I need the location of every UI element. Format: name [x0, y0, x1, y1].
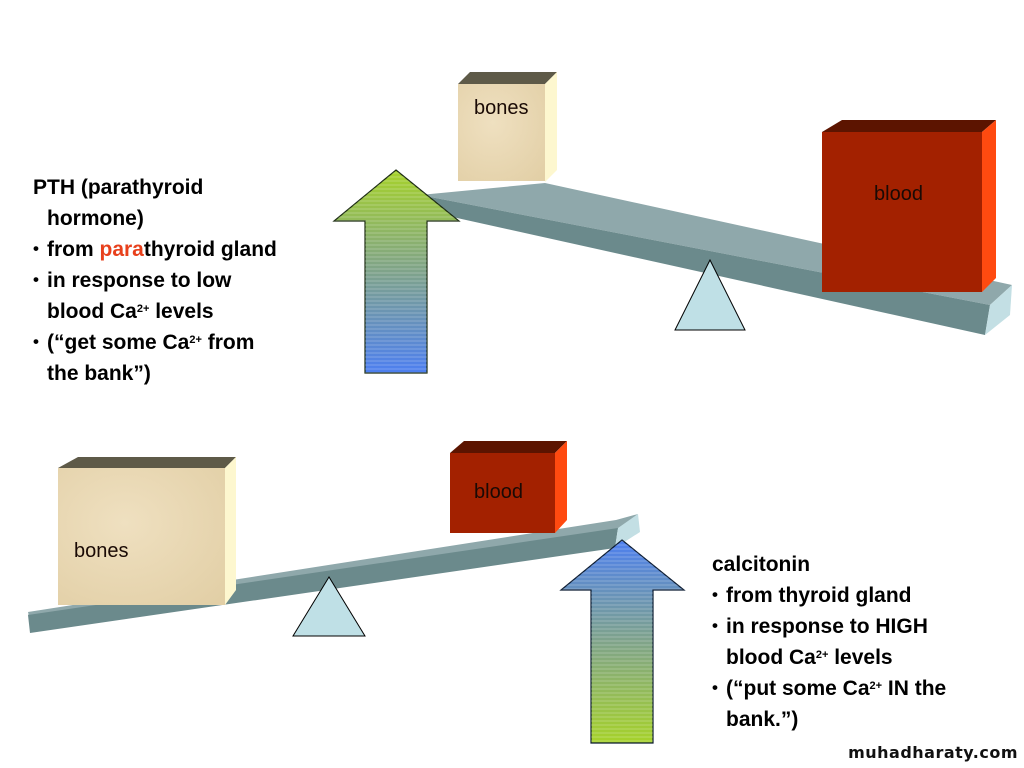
top-blood-box: blood: [822, 120, 996, 292]
calcitonin-bullet-3-cont: bank.”): [712, 704, 946, 735]
bottom-bones-label: bones: [74, 540, 129, 562]
bullet-icon: •: [33, 239, 39, 258]
pth-bullet-2: • in response to low: [33, 265, 277, 296]
pth-heading-line2: hormone): [47, 207, 144, 230]
calcitonin-description: calcitonin • from thyroid gland • in res…: [712, 549, 946, 735]
pth-bullet-3-line2: the bank”): [47, 362, 151, 385]
calcitonin-heading-text: calcitonin: [712, 553, 811, 576]
calcitonin-bullet-2-cont: blood Ca2+ levels: [712, 642, 946, 673]
pth-bullet-2-line2-pre: blood Ca: [47, 300, 137, 323]
calcitonin-bullet-2-line2-post: levels: [828, 646, 893, 669]
calcitonin-bullet-3: • (“put some Ca2+ IN the: [712, 673, 946, 704]
top-up-arrow-icon: [332, 169, 461, 374]
calcitonin-heading: calcitonin: [712, 549, 946, 580]
calcitonin-bullet-3-line2: bank.”): [726, 708, 799, 731]
bottom-bones-box: bones: [58, 457, 236, 605]
pth-bullet-3-post: from: [201, 331, 255, 354]
calcitonin-bullet-3-post: IN the: [882, 677, 947, 700]
watermark: muhadharaty.com: [848, 743, 1018, 762]
pth-bullet-3: • (“get some Ca2+ from: [33, 327, 277, 358]
pth-heading-line1: PTH (parathyroid: [33, 176, 204, 199]
bottom-blood-label: blood: [474, 481, 523, 503]
bottom-up-arrow-icon: [559, 539, 686, 744]
calcitonin-bullet-2-line2-pre: blood Ca: [726, 646, 816, 669]
calcitonin-bullet-1-text: from thyroid gland: [726, 584, 912, 607]
pth-bullet-3-cont: the bank”): [33, 358, 277, 389]
bullet-icon: •: [712, 678, 718, 697]
pth-bullet-2-line2-post: levels: [149, 300, 214, 323]
pth-bullet-1-highlight: para: [99, 238, 144, 261]
bullet-icon: •: [712, 616, 718, 635]
pth-bullet-1-post: thyroid gland: [143, 238, 277, 261]
bottom-beam-front-face: [28, 528, 618, 633]
pth-bullet-2-cont: blood Ca2+ levels: [33, 296, 277, 327]
top-fulcrum: [674, 258, 746, 331]
calcitonin-bullet-2-line1: in response to HIGH: [726, 615, 928, 638]
top-blood-label: blood: [874, 183, 923, 205]
top-beam-end: [985, 285, 1012, 335]
top-seesaw: bones blood: [332, 72, 1012, 374]
top-beam-front-face: [420, 195, 990, 335]
bottom-beam-end: [615, 514, 640, 548]
calcitonin-bullet-1: • from thyroid gland: [712, 580, 946, 611]
calcitonin-bullet-2: • in response to HIGH: [712, 611, 946, 642]
bottom-blood-box: blood: [450, 441, 567, 533]
calcitonin-bullet-2-sup: 2+: [815, 649, 829, 661]
calcitonin-bullet-3-sup: 2+: [869, 680, 883, 692]
pth-heading-cont: hormone): [33, 203, 277, 234]
bullet-icon: •: [712, 585, 718, 604]
pth-bullet-3-pre: (“get some Ca: [47, 331, 190, 354]
pth-description: PTH (parathyroid hormone) • from parathy…: [33, 172, 277, 389]
pth-bullet-2-line1: in response to low: [47, 269, 232, 292]
bullet-icon: •: [33, 270, 39, 289]
pth-heading: PTH (parathyroid: [33, 172, 277, 203]
bullet-icon: •: [33, 332, 39, 351]
pth-bullet-2-sup: 2+: [136, 303, 150, 315]
bottom-fulcrum: [292, 576, 366, 637]
bottom-seesaw: bones blood: [28, 441, 686, 744]
pth-bullet-3-sup: 2+: [189, 334, 202, 346]
top-bones-box: bones: [458, 72, 557, 182]
calcitonin-bullet-3-pre: (“put some Ca: [726, 677, 870, 700]
pth-bullet-1-pre: from: [47, 238, 100, 261]
pth-bullet-1: • from parathyroid gland: [33, 234, 277, 265]
top-bones-label: bones: [474, 97, 529, 119]
